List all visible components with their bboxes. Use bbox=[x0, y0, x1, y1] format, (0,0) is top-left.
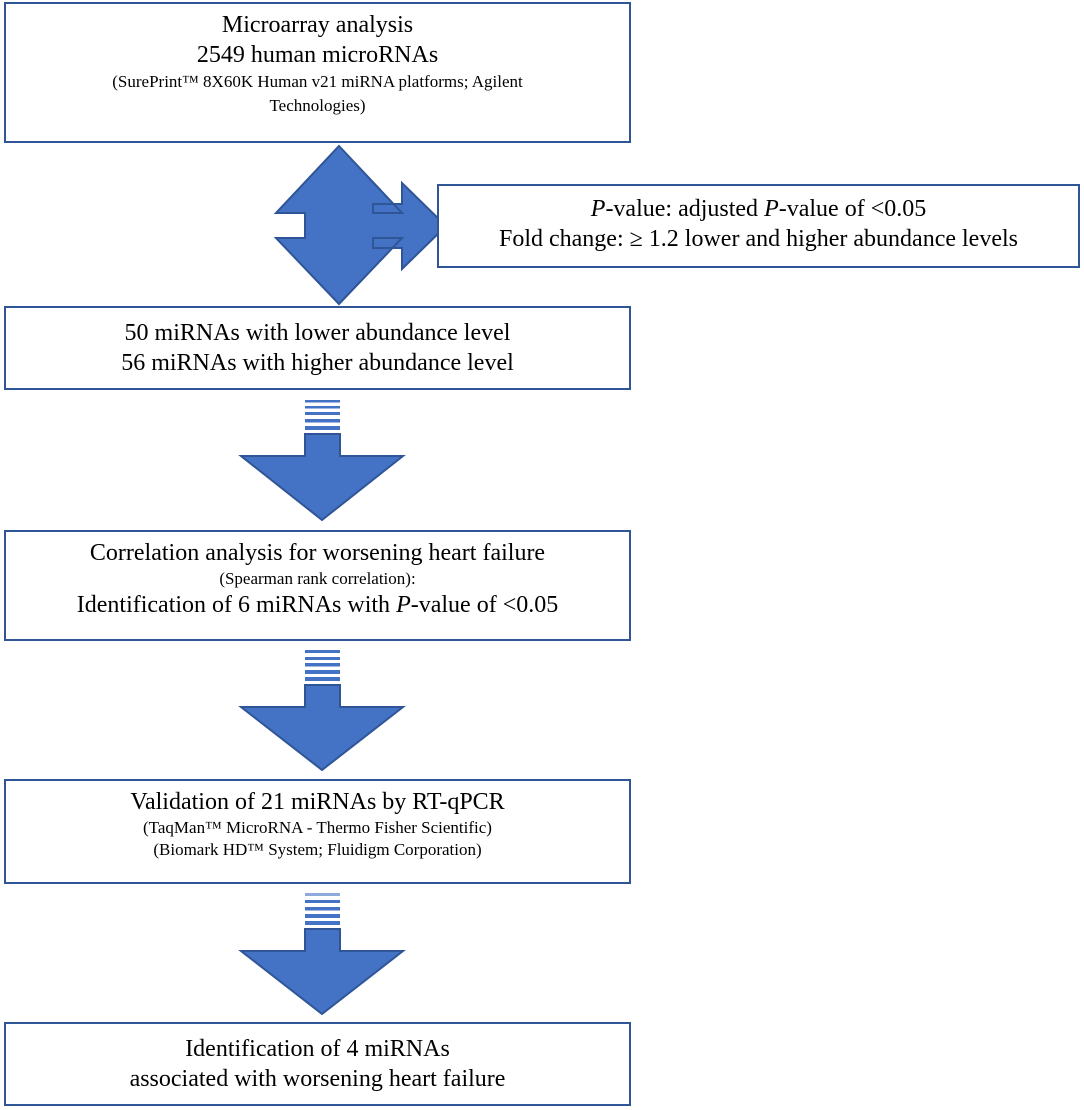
criteria-pvalue: P-value: adjusted P-value of <0.05 bbox=[439, 194, 1078, 224]
criteria-box: P-value: adjusted P-value of <0.05 Fold … bbox=[437, 184, 1080, 268]
microarray-vendor: Technologies) bbox=[269, 96, 366, 115]
result-line-2: associated with worsening heart failure bbox=[129, 1066, 506, 1092]
microarray-title: Microarray analysis bbox=[221, 12, 414, 38]
striped-down-arrow-1 bbox=[238, 400, 406, 522]
validation-title: Validation of 21 miRNAs by RT-qPCR bbox=[130, 789, 505, 815]
p-symbol: P bbox=[396, 592, 411, 618]
abundance-higher: 56 miRNAs with higher abundance level bbox=[121, 350, 514, 376]
microarray-box: Microarray analysis 2549 human microRNAs… bbox=[4, 2, 631, 143]
p-symbol: P bbox=[590, 196, 606, 222]
criteria-fold-change: Fold change: ≥ 1.2 lower and higher abun… bbox=[498, 226, 1018, 252]
correlation-result-text-a: Identification of 6 miRNAs with bbox=[76, 592, 397, 618]
validation-system: (Biomark HD™ System; Fluidigm Corporatio… bbox=[153, 840, 482, 859]
microarray-count: 2549 human microRNAs bbox=[196, 42, 439, 68]
p-symbol: P bbox=[764, 196, 779, 222]
microarray-platform: (SurePrint™ 8X60K Human v21 miRNA platfo… bbox=[112, 72, 523, 91]
result-line-1: Identification of 4 miRNAs bbox=[185, 1036, 450, 1062]
tee-arrow bbox=[273, 144, 448, 306]
abundance-box: 50 miRNAs with lower abundance level 56 … bbox=[4, 306, 631, 390]
correlation-result: Identification of 6 miRNAs with P-value … bbox=[6, 590, 629, 620]
criteria-pvalue-text-b: -value of <0.05 bbox=[778, 196, 927, 222]
validation-box: Validation of 21 miRNAs by RT-qPCR (TaqM… bbox=[4, 779, 631, 884]
correlation-method: (Spearman rank correlation): bbox=[219, 569, 416, 588]
striped-down-arrow-2 bbox=[238, 650, 406, 772]
correlation-title: Correlation analysis for worsening heart… bbox=[89, 540, 546, 566]
correlation-result-text-b: -value of <0.05 bbox=[410, 592, 559, 618]
validation-assay: (TaqMan™ MicroRNA - Thermo Fisher Scient… bbox=[143, 818, 492, 837]
result-box: Identification of 4 miRNAs associated wi… bbox=[4, 1022, 631, 1106]
striped-down-arrow-3 bbox=[238, 893, 406, 1016]
abundance-lower: 50 miRNAs with lower abundance level bbox=[124, 320, 511, 346]
criteria-pvalue-text-a: -value: adjusted bbox=[605, 196, 765, 222]
tee-arrow-shape bbox=[273, 144, 448, 306]
correlation-box: Correlation analysis for worsening heart… bbox=[4, 530, 631, 641]
